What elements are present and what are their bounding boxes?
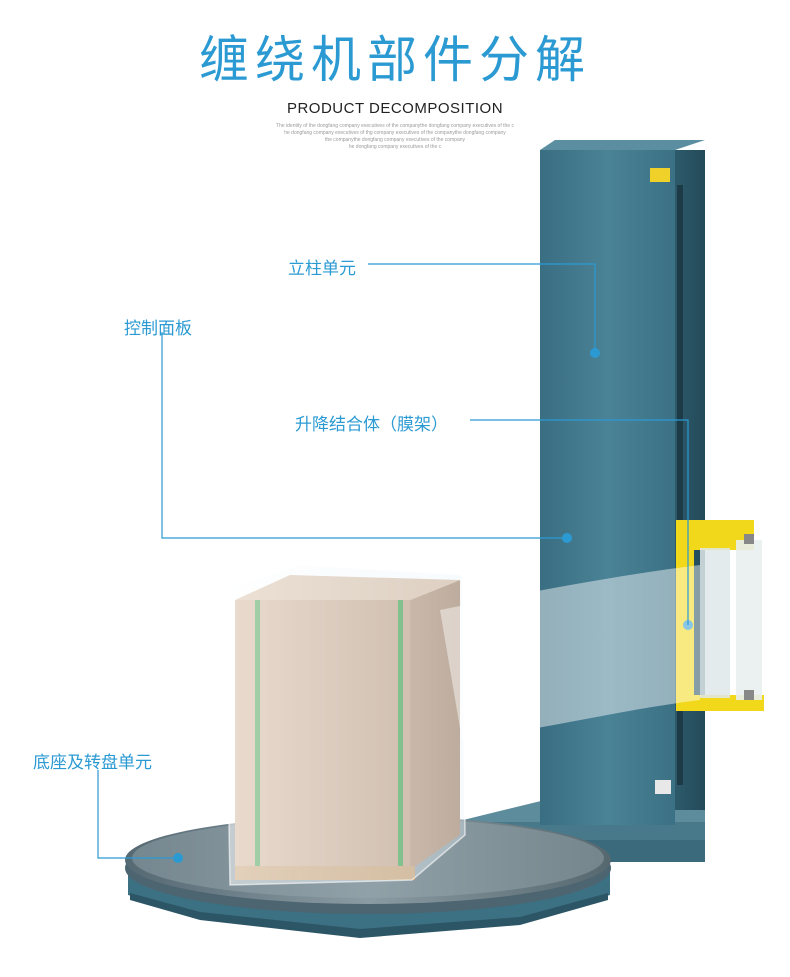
callout-lines <box>97 263 689 859</box>
warning-label <box>650 168 670 182</box>
fine-print-line: the companythe dongfang company executiv… <box>324 137 466 143</box>
film-carriage <box>676 520 764 711</box>
page-title: 缠绕机部件分解 <box>199 31 591 89</box>
fine-print: The identity of the dongfang company exe… <box>260 123 530 151</box>
callout-control-panel: 控制面板 <box>124 319 192 339</box>
wrapped-pallet <box>224 564 700 886</box>
callout-base-turntable: 底座及转盘单元 <box>33 753 152 773</box>
leader-base <box>97 770 178 859</box>
fine-print-line: he dongfang company executives of the c <box>348 144 442 150</box>
callout-lift-assembly: 升降结合体（膜架） <box>295 415 448 435</box>
leader-panel <box>161 332 567 539</box>
fine-print-line: he dongfang company executives of thg co… <box>284 130 506 136</box>
fine-print-line: The identity of the dongfang company exe… <box>276 123 514 129</box>
leader-lift <box>470 419 689 625</box>
callout-column-unit: 立柱单元 <box>288 259 356 279</box>
leader-column <box>368 263 596 353</box>
nameplate <box>655 780 671 794</box>
page-subtitle: PRODUCT DECOMPOSITION <box>286 100 504 117</box>
